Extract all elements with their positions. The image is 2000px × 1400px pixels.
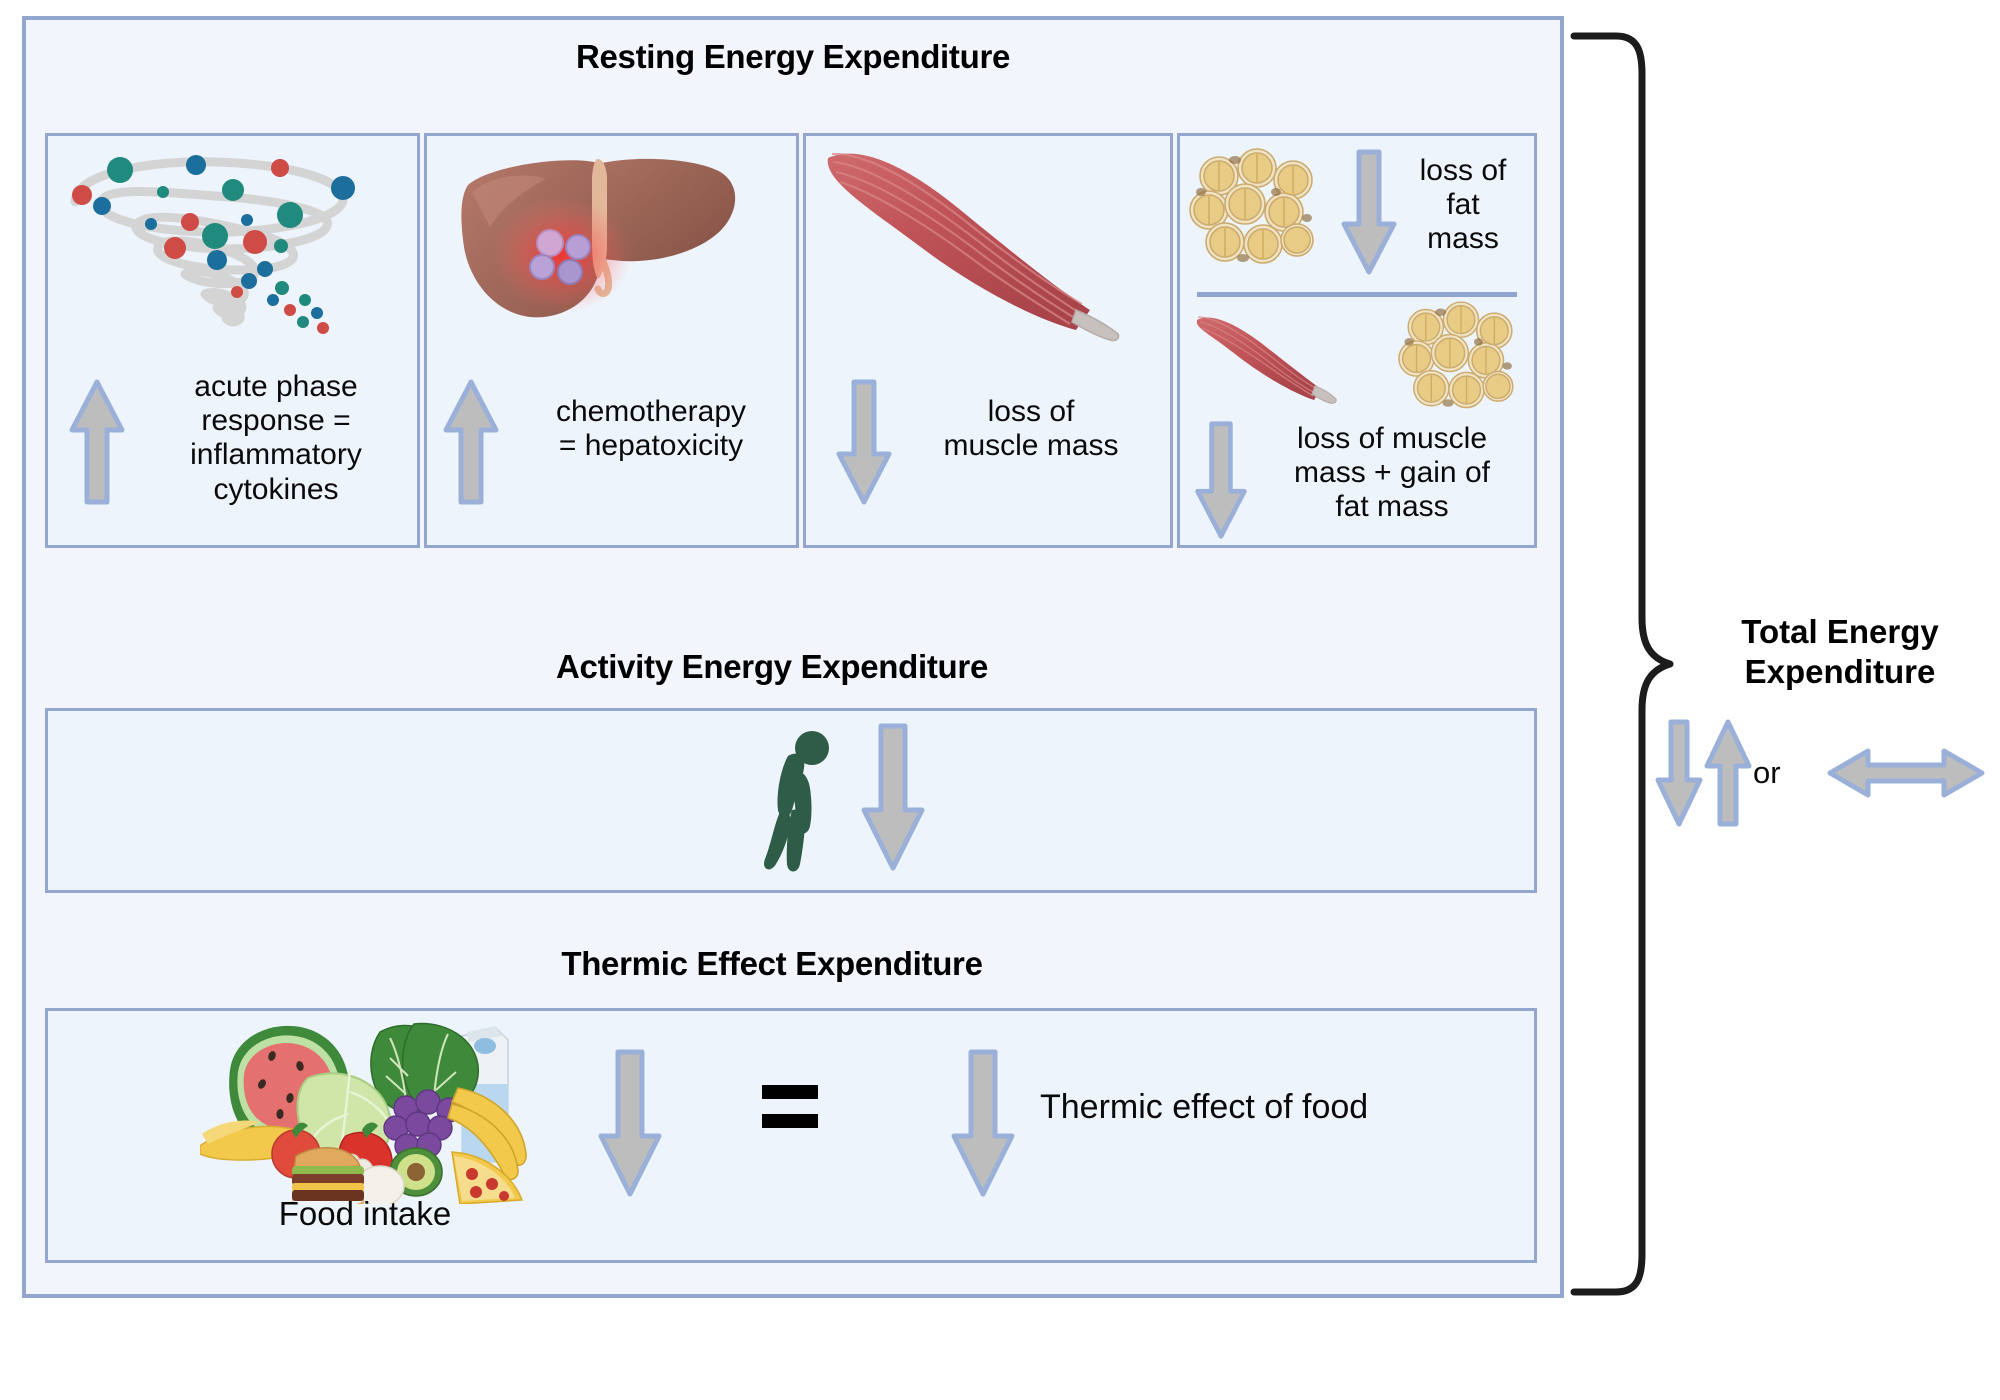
right-curly-brace	[1570, 32, 1674, 1296]
food-pile-icon	[200, 1022, 527, 1204]
down-arrow-icon	[861, 723, 925, 871]
card-label-muscle-loss: loss of muscle mass	[943, 395, 1119, 463]
up-arrow-icon	[443, 379, 499, 505]
fat-card-divider	[1197, 292, 1517, 297]
fat-cells-icon	[1189, 148, 1314, 264]
fat-card-label-top: loss of fat mass	[1419, 154, 1507, 256]
double-headed-horizontal-arrow-icon	[1827, 748, 1985, 798]
walking-person-icon	[764, 731, 829, 872]
down-arrow-icon	[1341, 149, 1397, 275]
thermic-effect-of-food-label: Thermic effect of food	[1040, 1088, 1369, 1126]
down-arrow-icon	[598, 1049, 662, 1197]
activity-energy-expenditure-title: Activity Energy Expenditure	[555, 648, 989, 685]
card-label-chemotherapy: chemotherapy = hepatoxicity	[555, 395, 747, 463]
down-arrow-icon	[1655, 719, 1703, 827]
or-label: or	[1753, 755, 1781, 790]
down-arrow-icon	[836, 379, 892, 505]
down-arrow-icon	[1195, 421, 1247, 539]
total-energy-expenditure-label: Total Energy Expenditure	[1741, 613, 1939, 690]
fat-cells-icon	[1398, 301, 1514, 409]
card-label-acute-phase: acute phase response = inflammatory cyto…	[190, 370, 362, 506]
resting-energy-expenditure-title: Resting Energy Expenditure	[575, 38, 1011, 75]
down-arrow-icon	[951, 1049, 1015, 1197]
food-intake-label: Food intake	[278, 1195, 452, 1232]
up-arrow-icon	[69, 379, 125, 505]
cytokine-spiral-icon	[70, 155, 355, 334]
equals-symbol	[762, 1085, 818, 1143]
up-arrow-icon	[1704, 719, 1752, 827]
muscle-icon	[1196, 316, 1337, 404]
thermic-effect-expenditure-title: Thermic Effect Expenditure	[561, 945, 983, 982]
muscle-icon	[827, 152, 1120, 342]
fat-card-label-bottom: loss of muscle mass + gain of fat mass	[1294, 422, 1490, 524]
liver-icon	[461, 158, 736, 318]
